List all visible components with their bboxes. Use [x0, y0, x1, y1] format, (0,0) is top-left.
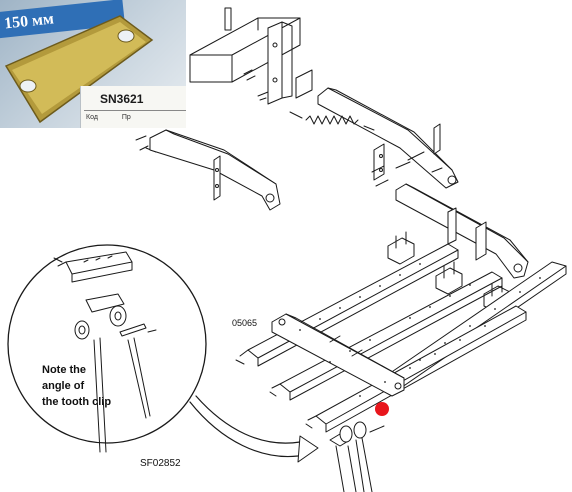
callout-note: Note the angle of the tooth clip [42, 362, 111, 410]
assembly-reference: 05065 [232, 318, 258, 328]
clip-plate-image [4, 15, 154, 124]
callout-arrow [189, 395, 319, 463]
note-line-1: Note the [42, 364, 86, 376]
tine-rail-4 [305, 305, 527, 433]
drawbar-arm [317, 87, 459, 189]
callout-rail [53, 251, 133, 283]
part-photo: 150 мм SN3621 Код Пр [0, 0, 186, 128]
figure-reference: SF02852 [140, 458, 181, 469]
note-line-2: angle of [42, 380, 85, 392]
right-linkage [371, 165, 529, 279]
cross-bar [271, 313, 405, 397]
card-divider [84, 110, 186, 111]
part-code: SN3621 [100, 92, 144, 106]
top-frame [189, 7, 313, 105]
detail-callout-circle [7, 244, 207, 444]
label-card [80, 86, 186, 128]
rail-holes [299, 263, 541, 397]
card-label: Код Пр [86, 114, 131, 121]
note-line-3: the tooth clip [42, 396, 112, 408]
red-marker-dot [375, 402, 389, 416]
tooth-clip-detail [329, 421, 385, 492]
callout-tooth-clip [74, 293, 157, 453]
left-arm [135, 129, 281, 211]
